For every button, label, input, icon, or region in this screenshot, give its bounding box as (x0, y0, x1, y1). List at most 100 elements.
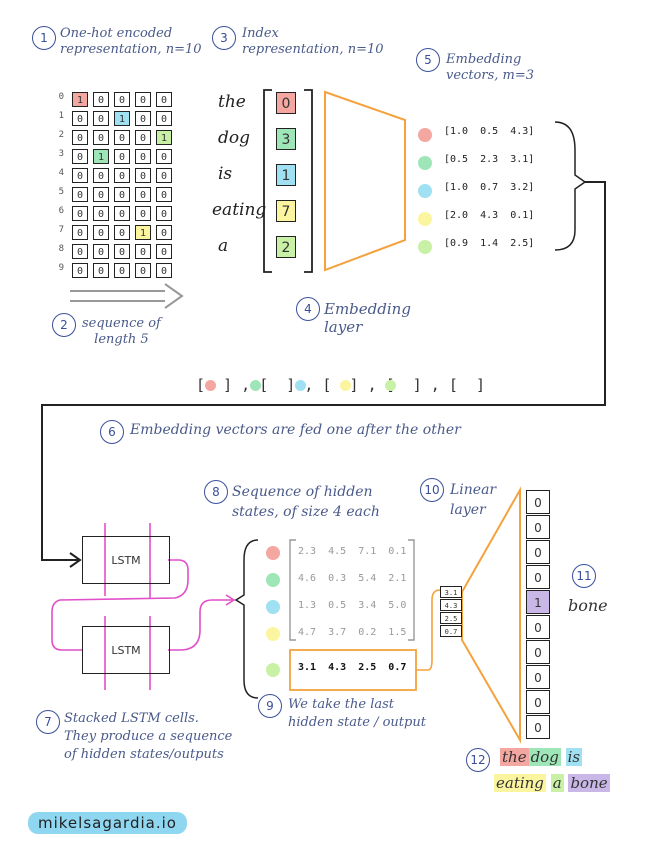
output-cell: 0 (526, 715, 550, 739)
onehot-row-index: 3 (58, 149, 64, 159)
onehot-cell: 0 (93, 225, 109, 240)
hidden-row: 4.6 0.3 5.4 2.1 (298, 573, 407, 584)
onehot-cell: 0 (93, 206, 109, 221)
last-hidden-cell: 3.1 (440, 586, 462, 598)
embedding-row: [2.0 4.3 0.1] (444, 210, 535, 221)
onehot-cell: 0 (72, 149, 88, 164)
embedding-row: [1.0 0.5 4.3] (444, 126, 535, 137)
feed-blob (205, 380, 216, 391)
output-cell: 0 (526, 490, 550, 514)
word-3: eating (212, 200, 267, 220)
embedding-row: [1.0 0.7 3.2] (444, 182, 535, 193)
onehot-row-index: 8 (58, 244, 64, 254)
feed-sequence: [ ] , [ ] , [ ] , [ ] , [ ] (196, 376, 485, 394)
onehot-cell: 0 (135, 92, 151, 107)
output-cell: 0 (526, 615, 550, 639)
onehot-cell: 0 (93, 168, 109, 183)
sentence-word-is: is (565, 748, 583, 766)
onehot-cell: 1 (72, 92, 88, 107)
step-10-label: Linear layer (450, 482, 497, 518)
onehot-cell: 0 (72, 130, 88, 145)
embedding-row: [0.5 2.3 3.1] (444, 154, 535, 165)
onehot-cell: 0 (72, 111, 88, 126)
onehot-row-index: 7 (58, 225, 64, 235)
index-box: 2 (276, 236, 296, 258)
output-cell: 0 (526, 515, 550, 539)
onehot-cell: 0 (93, 263, 109, 278)
step-9-label: We take the last hidden state / output (288, 697, 426, 730)
step-4-badge: 4 (296, 297, 320, 321)
blob-last (266, 663, 280, 677)
onehot-cell: 0 (114, 187, 130, 202)
onehot-cell: 0 (135, 263, 151, 278)
onehot-cell: 0 (156, 168, 172, 183)
onehot-cell: 0 (156, 149, 172, 164)
onehot-cell: 1 (114, 111, 130, 126)
onehot-cell: 0 (114, 92, 130, 107)
onehot-cell: 0 (114, 149, 130, 164)
onehot-cell: 0 (72, 244, 88, 259)
onehot-cell: 0 (72, 206, 88, 221)
step-12-badge: 12 (466, 748, 490, 772)
last-hidden-cell: 4.3 (440, 599, 462, 611)
onehot-cell: 0 (114, 263, 130, 278)
step-6-badge: 6 (100, 420, 124, 444)
onehot-cell: 0 (156, 263, 172, 278)
step-11-badge: 11 (572, 564, 596, 588)
step-2-badge: 2 (52, 313, 76, 337)
embedding-blob (418, 156, 432, 170)
last-hidden-state: 3.1 4.3 2.5 0.7 (298, 662, 407, 673)
onehot-cell: 0 (135, 206, 151, 221)
sentence-word-a: a (550, 774, 564, 792)
step-3-label: Index representation, n=10 (242, 26, 384, 57)
step-1-badge: 1 (32, 26, 56, 50)
embedding-row: [0.9 1.4 2.5] (444, 238, 535, 249)
step-5-badge: 5 (416, 48, 440, 72)
output-cell: 1 (526, 590, 550, 614)
onehot-cell: 0 (135, 168, 151, 183)
sentence-word-eating: eating (494, 774, 546, 792)
hidden-row: 1.3 0.5 3.4 5.0 (298, 600, 407, 611)
onehot-cell: 0 (135, 111, 151, 126)
onehot-cell: 0 (114, 225, 130, 240)
word-0: the (218, 92, 246, 112)
embedding-blob (418, 128, 432, 142)
index-box: 3 (276, 128, 296, 150)
hidden-blob (266, 573, 280, 587)
embedding-blob (418, 184, 432, 198)
onehot-cell: 0 (72, 187, 88, 202)
onehot-cell: 0 (93, 130, 109, 145)
step-7-label: Stacked LSTM cells. They produce a seque… (64, 711, 233, 762)
onehot-cell: 0 (156, 225, 172, 240)
word-2: is (218, 164, 233, 184)
predicted-word: bone (568, 596, 608, 615)
hidden-blob (266, 546, 280, 560)
onehot-cell: 1 (156, 130, 172, 145)
onehot-cell: 0 (135, 130, 151, 145)
hidden-row: 2.3 4.5 7.1 0.1 (298, 546, 407, 557)
output-cell: 0 (526, 540, 550, 564)
onehot-row-index: 1 (58, 111, 64, 121)
hidden-row: 4.7 3.7 0.2 1.5 (298, 627, 407, 638)
onehot-cell: 0 (114, 168, 130, 183)
onehot-cell: 0 (156, 187, 172, 202)
index-box: 0 (276, 92, 296, 114)
feed-blob (295, 380, 306, 391)
sentence-word-bone: bone (568, 774, 610, 792)
onehot-cell: 0 (135, 244, 151, 259)
hidden-blob (266, 600, 280, 614)
site-logo[interactable]: mikelsagardia.io (28, 812, 187, 834)
step-8-badge: 8 (204, 480, 228, 504)
onehot-row-index: 4 (58, 168, 64, 178)
embedding-blob (418, 212, 432, 226)
last-hidden-cell: 0.7 (440, 625, 462, 637)
sentence-line-2: eating a bone (494, 774, 610, 792)
onehot-cell: 0 (72, 168, 88, 183)
lstm-cell-top: LSTM (82, 536, 170, 584)
step-5-label: Embedding vectors, m=3 (446, 52, 535, 83)
onehot-cell: 0 (135, 149, 151, 164)
step-4-label: Embedding layer (324, 300, 411, 336)
onehot-cell: 0 (93, 92, 109, 107)
onehot-cell: 0 (93, 187, 109, 202)
